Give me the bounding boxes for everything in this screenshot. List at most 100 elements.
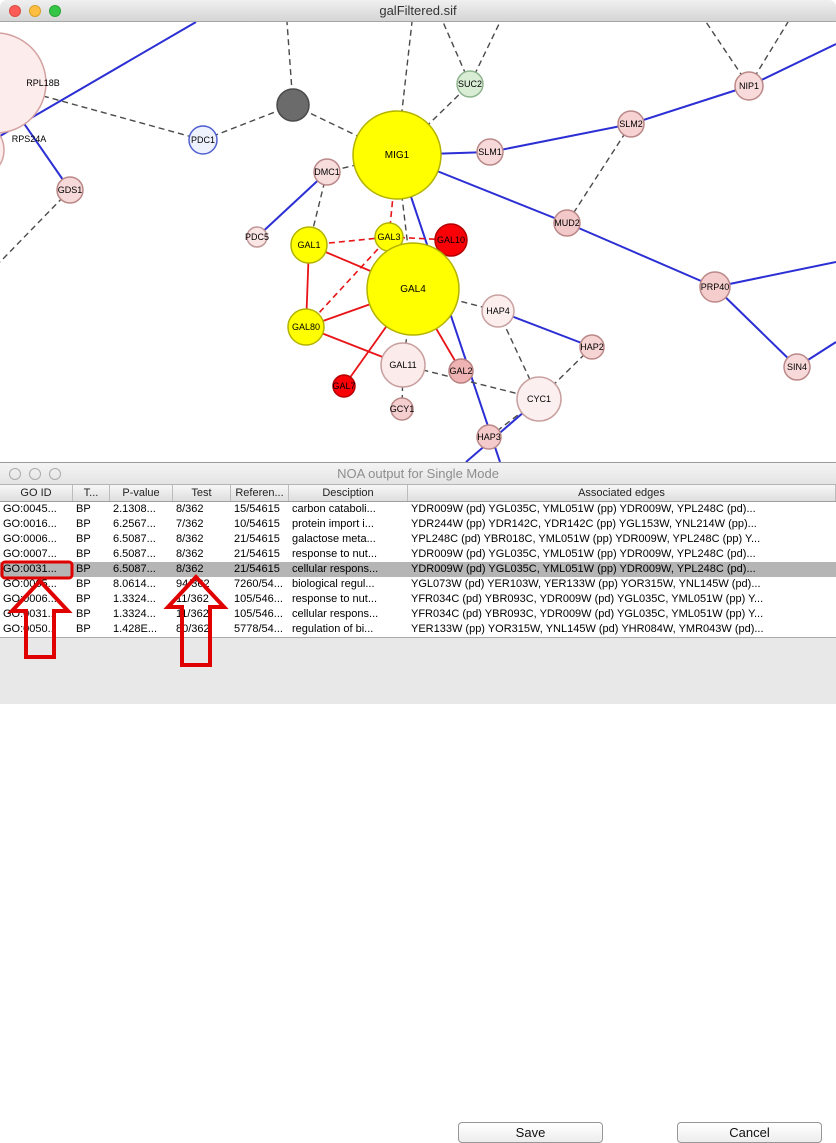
table-cell: BP [76, 593, 91, 605]
window-controls-inactive [9, 468, 61, 480]
table-cell: GO:0007... [3, 548, 57, 560]
node-NIP1[interactable]: NIP1 [734, 71, 764, 101]
column-header[interactable]: P-value [110, 485, 173, 501]
node-label: HAP3 [477, 432, 501, 442]
edge-pd[interactable] [714, 286, 798, 368]
node-GCY1[interactable]: GCY1 [390, 397, 415, 421]
node-label: GAL80 [292, 322, 320, 332]
table-cell: 8/362 [176, 548, 204, 560]
edge-pd[interactable] [256, 171, 328, 238]
table-cell: BP [76, 578, 91, 590]
node-GAL1[interactable]: GAL1 [290, 226, 328, 264]
zoom-button-icon[interactable] [49, 5, 61, 17]
column-header[interactable]: Desciption [289, 485, 408, 501]
table-cell: 21/54615 [234, 533, 280, 545]
zoom-button-icon[interactable] [49, 468, 61, 480]
edge-pp[interactable] [402, 364, 540, 400]
edge-pp[interactable] [0, 189, 71, 263]
minimize-button-icon[interactable] [29, 5, 41, 17]
node-label: HAP2 [580, 342, 604, 352]
edge-red_dashed[interactable] [305, 236, 390, 328]
table-cell: cellular respons... [292, 563, 379, 575]
node-GAL80[interactable]: GAL80 [287, 308, 325, 346]
edge-pp[interactable] [566, 123, 632, 224]
edge-pd[interactable] [714, 261, 836, 288]
close-button-icon[interactable] [9, 5, 21, 17]
column-header[interactable]: Associated edges [408, 485, 836, 501]
node-label: SLM2 [619, 119, 643, 129]
edge-pd[interactable] [489, 123, 632, 153]
table-cell: 105/546... [234, 608, 283, 620]
node-HAP3[interactable]: HAP3 [476, 424, 502, 450]
edge-pd[interactable] [748, 43, 836, 87]
column-header[interactable]: GO ID [0, 485, 73, 501]
node-MIG1[interactable]: MIG1 [352, 110, 442, 200]
column-header[interactable]: T... [73, 485, 110, 501]
node-label: GAL7 [332, 381, 355, 391]
column-header[interactable]: Test [173, 485, 231, 501]
node-label: NIP1 [739, 81, 759, 91]
edge-pp[interactable] [396, 83, 471, 156]
minimize-button-icon[interactable] [29, 468, 41, 480]
node-DMC1[interactable]: DMC1 [313, 158, 341, 186]
node-CYC1[interactable]: CYC1 [516, 376, 562, 422]
node-SLM1[interactable]: SLM1 [476, 138, 504, 166]
table-cell: cellular respons... [292, 608, 379, 620]
node-label: GCY1 [390, 404, 415, 414]
node-GAL11[interactable]: GAL11 [380, 342, 426, 388]
node-label: MIG1 [385, 150, 410, 161]
node-label: GAL11 [389, 360, 416, 370]
node-HAP2[interactable]: HAP2 [579, 334, 605, 360]
column-header[interactable]: Referen... [231, 485, 289, 501]
table-cell: 105/546... [234, 593, 283, 605]
node-GAL10[interactable]: GAL10 [434, 223, 468, 257]
node-MUD2[interactable]: MUD2 [553, 209, 581, 237]
edge-pd[interactable] [566, 222, 716, 288]
node-label: RPL18B [26, 78, 60, 88]
edge-pd[interactable] [497, 310, 593, 348]
table-cell: BP [76, 548, 91, 560]
node-PDC1[interactable]: PDC1 [188, 125, 218, 155]
close-button-icon[interactable] [9, 468, 21, 480]
table-cell: 11/362 [176, 608, 209, 620]
node-PRP40[interactable]: PRP40 [699, 271, 731, 303]
node-GAL7[interactable]: GAL7 [332, 374, 356, 398]
table-cell: GO:0050... [3, 623, 57, 635]
node-RPS24A[interactable]: RPS24A [0, 122, 46, 178]
table-cell: 6.5087... [113, 533, 156, 545]
node-GAL2[interactable]: GAL2 [448, 358, 474, 384]
node-label: GAL2 [449, 366, 472, 376]
node-GAL4[interactable]: GAL4 [366, 242, 460, 336]
table-cell: response to nut... [292, 593, 377, 605]
node-label: DMC1 [314, 167, 340, 177]
edge-pp[interactable] [0, 83, 204, 141]
node-DARK1[interactable] [276, 88, 310, 122]
node-label: GAL4 [400, 284, 426, 295]
save-button[interactable]: Save [458, 1122, 603, 1143]
node-SUC2[interactable]: SUC2 [456, 70, 484, 98]
table-cell: 1.3324... [113, 608, 156, 620]
node-SIN4[interactable]: SIN4 [783, 353, 811, 381]
node-RPL18B[interactable]: RPL18B [0, 32, 60, 134]
edge-pd[interactable] [630, 85, 750, 125]
table-cell: 94/362 [176, 578, 210, 590]
node-GDS1[interactable]: GDS1 [56, 176, 84, 204]
node-SLM2[interactable]: SLM2 [617, 110, 645, 138]
node-PDC5[interactable]: PDC5 [245, 226, 269, 248]
cancel-button[interactable]: Cancel [677, 1122, 822, 1143]
table-cell: YDR009W (pd) YGL035C, YML051W (pp) YDR00… [411, 548, 756, 560]
node-HAP4[interactable]: HAP4 [481, 294, 515, 328]
